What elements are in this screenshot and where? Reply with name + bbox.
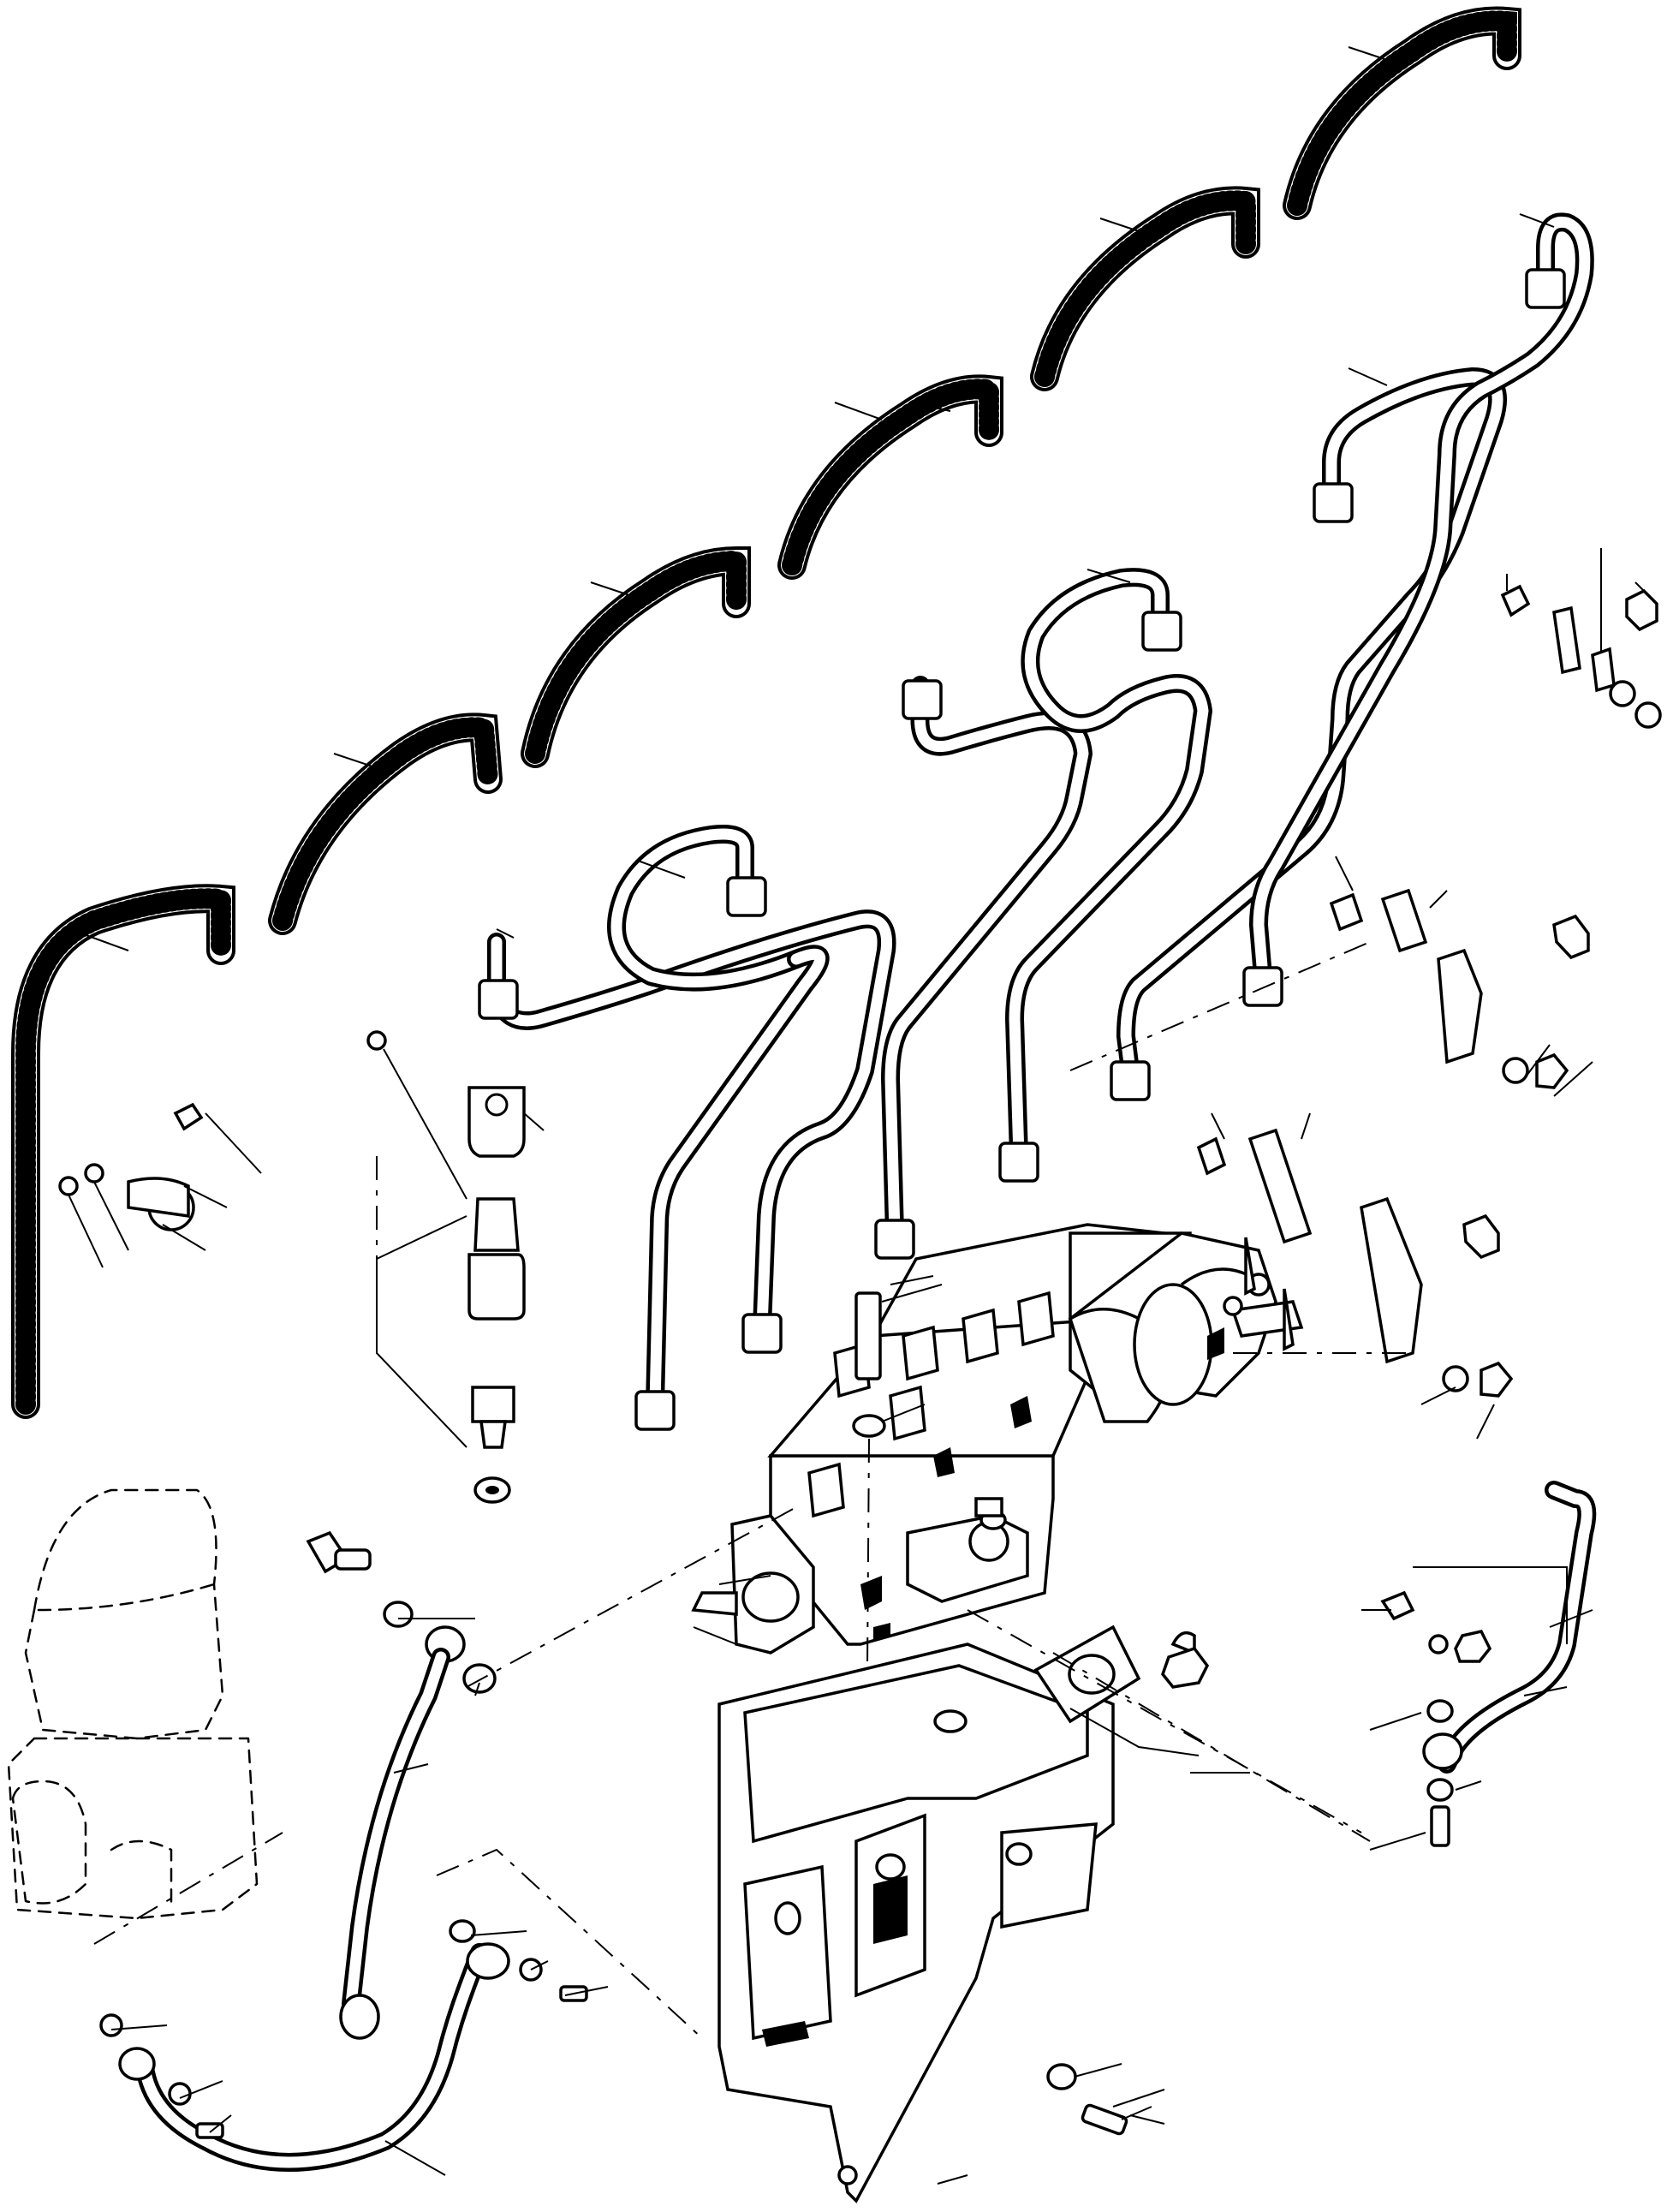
fuel-injection-pump: [691, 1223, 1304, 1655]
sleeve-5: [1030, 186, 1260, 391]
hose-clamp-group: [58, 1102, 262, 1268]
sleeve-4: [777, 374, 1003, 580]
injection-pipe-1: [487, 909, 896, 1337]
sleeve-1: [11, 884, 235, 1419]
sleeve-3: [521, 546, 751, 768]
pump-mounting-bracket: [717, 1643, 1115, 2203]
sleeve-2: [268, 712, 503, 935]
fuel-feed-pipes: [99, 1530, 609, 2176]
injection-pipe-6: [1249, 212, 1594, 986]
injector-nozzle-assembly: [366, 1030, 545, 1504]
gasket-and-nut: [1033, 1625, 1210, 1756]
delivery-valve-holders: [807, 1291, 1055, 1518]
assembly-lines: [93, 941, 1413, 2039]
lower-bolts: [1046, 2063, 1152, 2136]
callout-leaders: [80, 46, 1593, 2185]
injection-pipe-2: [607, 825, 830, 1414]
right-clamp-group-lower: [1196, 1112, 1514, 1440]
engine-block-outline: [7, 1488, 259, 1920]
injection-pipe-3: [881, 676, 1093, 1243]
right-clamp-group-middle: [1329, 856, 1593, 1097]
pipe-end-nuts: [478, 268, 1566, 1431]
pump-front-housing: [691, 1514, 815, 1655]
injection-pipes: [478, 212, 1594, 1431]
sleeve-6: [1283, 6, 1521, 220]
leak-off-pipe: [1361, 1481, 1597, 1851]
injection-pipe-4: [1005, 568, 1212, 1166]
feed-pump: [906, 1497, 1029, 1603]
right-clamp-group-upper: [1500, 548, 1662, 729]
